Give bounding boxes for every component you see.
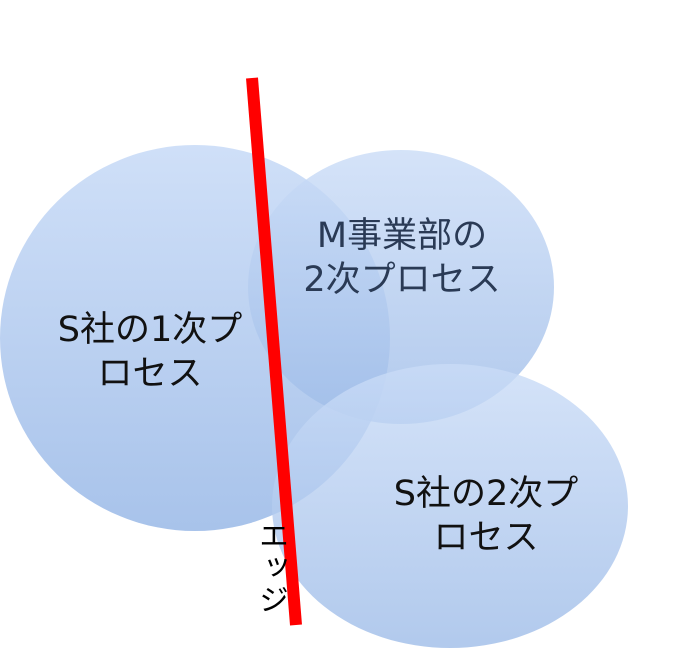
label-line: ロセス bbox=[97, 354, 203, 394]
label-line: 2次プロセス bbox=[303, 260, 501, 300]
edge-line bbox=[246, 77, 302, 626]
label-line: M事業部の bbox=[316, 216, 488, 256]
label-s-primary: S社の1次プ ロセス bbox=[30, 308, 270, 396]
label-line: ロセス bbox=[433, 518, 539, 558]
label-line: S社の1次プ bbox=[57, 310, 243, 350]
circle-s-secondary bbox=[272, 364, 628, 648]
circle-m-secondary bbox=[248, 150, 554, 424]
label-m-secondary: M事業部の 2次プロセス bbox=[282, 214, 522, 302]
edge-label: エッジ bbox=[253, 520, 288, 616]
label-s-secondary: S社の2次プ ロセス bbox=[366, 472, 606, 560]
label-line: S社の2次プ bbox=[393, 474, 579, 514]
